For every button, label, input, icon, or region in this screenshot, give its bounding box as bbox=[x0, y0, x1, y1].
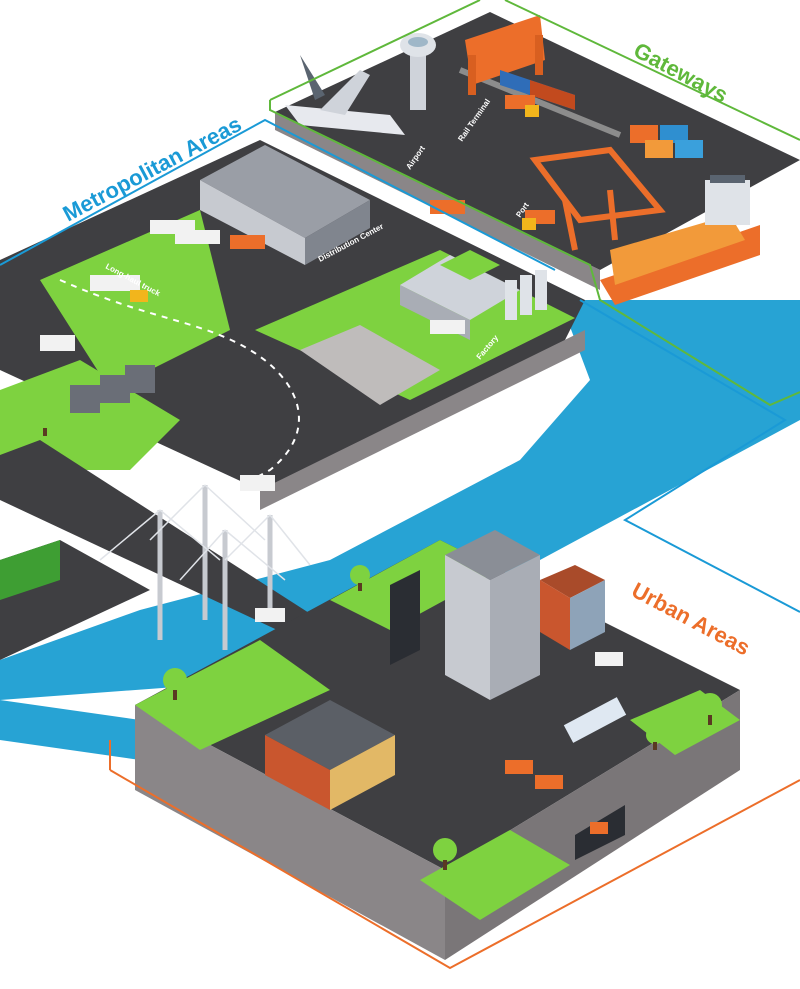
subway-entrance-icon bbox=[575, 805, 625, 860]
houses-icon bbox=[70, 365, 155, 413]
truck-icon bbox=[505, 95, 555, 230]
airplane-icon bbox=[285, 55, 405, 135]
highway-bridge bbox=[0, 440, 320, 660]
metro-outline bbox=[0, 118, 800, 613]
cargo-ship-icon bbox=[600, 175, 760, 305]
trees-icon bbox=[35, 410, 722, 870]
freight-train-icon bbox=[500, 70, 575, 110]
bus-icon bbox=[563, 697, 627, 743]
rail-crane-icon bbox=[465, 15, 545, 95]
river bbox=[0, 300, 800, 760]
urban-outline bbox=[109, 740, 800, 970]
container-stacks-icon bbox=[630, 125, 703, 158]
parking-lot bbox=[300, 325, 440, 405]
metro-block: Distribution Center Long-haul truck Fact… bbox=[0, 140, 585, 531]
control-tower-icon bbox=[400, 33, 436, 110]
urban-block bbox=[35, 410, 740, 960]
truck-icon bbox=[255, 608, 623, 789]
office-tower-building bbox=[445, 530, 540, 700]
cable-stayed-bridge-icon bbox=[99, 484, 311, 650]
brick-building bbox=[540, 565, 605, 650]
distribution-center-building bbox=[200, 145, 370, 265]
gateways-block: Airport Rail Terminal Port bbox=[275, 12, 800, 305]
row-houses-building bbox=[265, 700, 395, 810]
gateways-outline bbox=[269, 0, 800, 407]
dark-building bbox=[390, 570, 420, 665]
port-crane-icon bbox=[529, 146, 666, 251]
